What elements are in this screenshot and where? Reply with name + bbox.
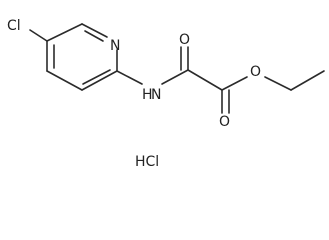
bond-ch2-ch3	[290, 70, 325, 91]
bond-c5-c6	[46, 23, 83, 42]
ester-carbonyl-oxygen-label: O	[219, 114, 230, 130]
bond-c6-n1-double	[84, 30, 104, 42]
amide-hydrogen-label: H	[142, 87, 153, 103]
pyridine-ring	[46, 23, 118, 91]
bond-c5-cl	[29, 29, 48, 42]
structure-diagram: Cl N N H O O O HCl	[7, 18, 325, 170]
ester-oxygen-label: O	[250, 64, 261, 80]
bond-c6-n1	[81, 23, 108, 38]
amide-nitrogen-label: N	[151, 87, 161, 103]
bond-oester-ch2	[264, 76, 292, 91]
amide-oxygen-label: O	[179, 32, 190, 48]
bond-c3-c4	[46, 70, 83, 91]
bond-c9-oester	[221, 76, 248, 91]
bond-c8-c9	[187, 69, 223, 91]
pyridine-nitrogen-label: N	[110, 38, 120, 54]
bond-c2-nh	[116, 70, 143, 85]
chlorine-label: Cl	[7, 18, 21, 34]
bond-nh-c8	[161, 69, 189, 85]
bond-c2-c3	[81, 70, 118, 91]
salt-label: HCl	[135, 154, 159, 170]
bond-c2-c3-double	[82, 69, 111, 85]
